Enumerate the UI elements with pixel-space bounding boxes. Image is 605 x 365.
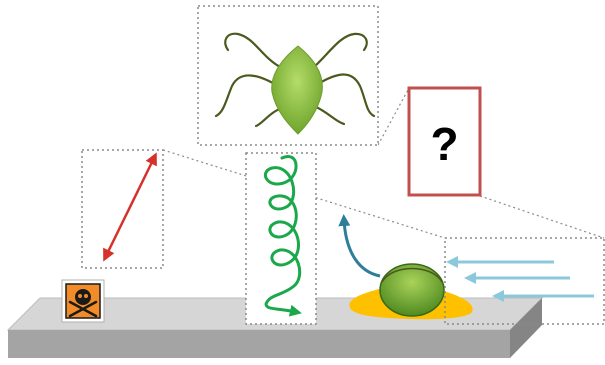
oscillation-box-frame (81, 149, 164, 269)
green-spiral-path (264, 155, 302, 317)
connector-left-to-right (162, 149, 446, 239)
zoom-box-oscillation (81, 149, 164, 269)
platform-side (510, 298, 542, 358)
cell-flagella-top (381, 267, 443, 283)
flagella (214, 32, 376, 128)
zoom-box-flow (444, 237, 605, 325)
cell-on-spot (349, 263, 473, 320)
crossbone-2 (68, 300, 98, 318)
connector-question-to-right (479, 195, 605, 239)
teal-curved-arrow (338, 214, 381, 278)
question-mark-icon: ? (430, 118, 458, 170)
skull-crossbones-icon (61, 279, 105, 323)
flagellum-1 (224, 32, 284, 70)
zoom-box-swimming (245, 152, 317, 325)
green-cell-on-platform (379, 263, 445, 317)
red-double-arrow (103, 152, 157, 262)
flagellum-5 (316, 73, 376, 118)
skull-eye-left (78, 294, 82, 298)
zoom-box-cell (197, 5, 379, 146)
skull-eye-right (84, 294, 88, 298)
question-box-frame (407, 86, 482, 197)
platform-front (8, 330, 510, 358)
skull (75, 289, 91, 305)
flagellum-4 (313, 32, 368, 68)
flagellum-2 (214, 74, 280, 118)
connector-lines (162, 87, 605, 239)
green-cell-icon (271, 45, 323, 135)
swimming-box-frame (245, 152, 317, 325)
flow-box-frame (444, 237, 605, 325)
question-box: ? (407, 86, 482, 197)
connector-top-to-question (377, 87, 410, 146)
